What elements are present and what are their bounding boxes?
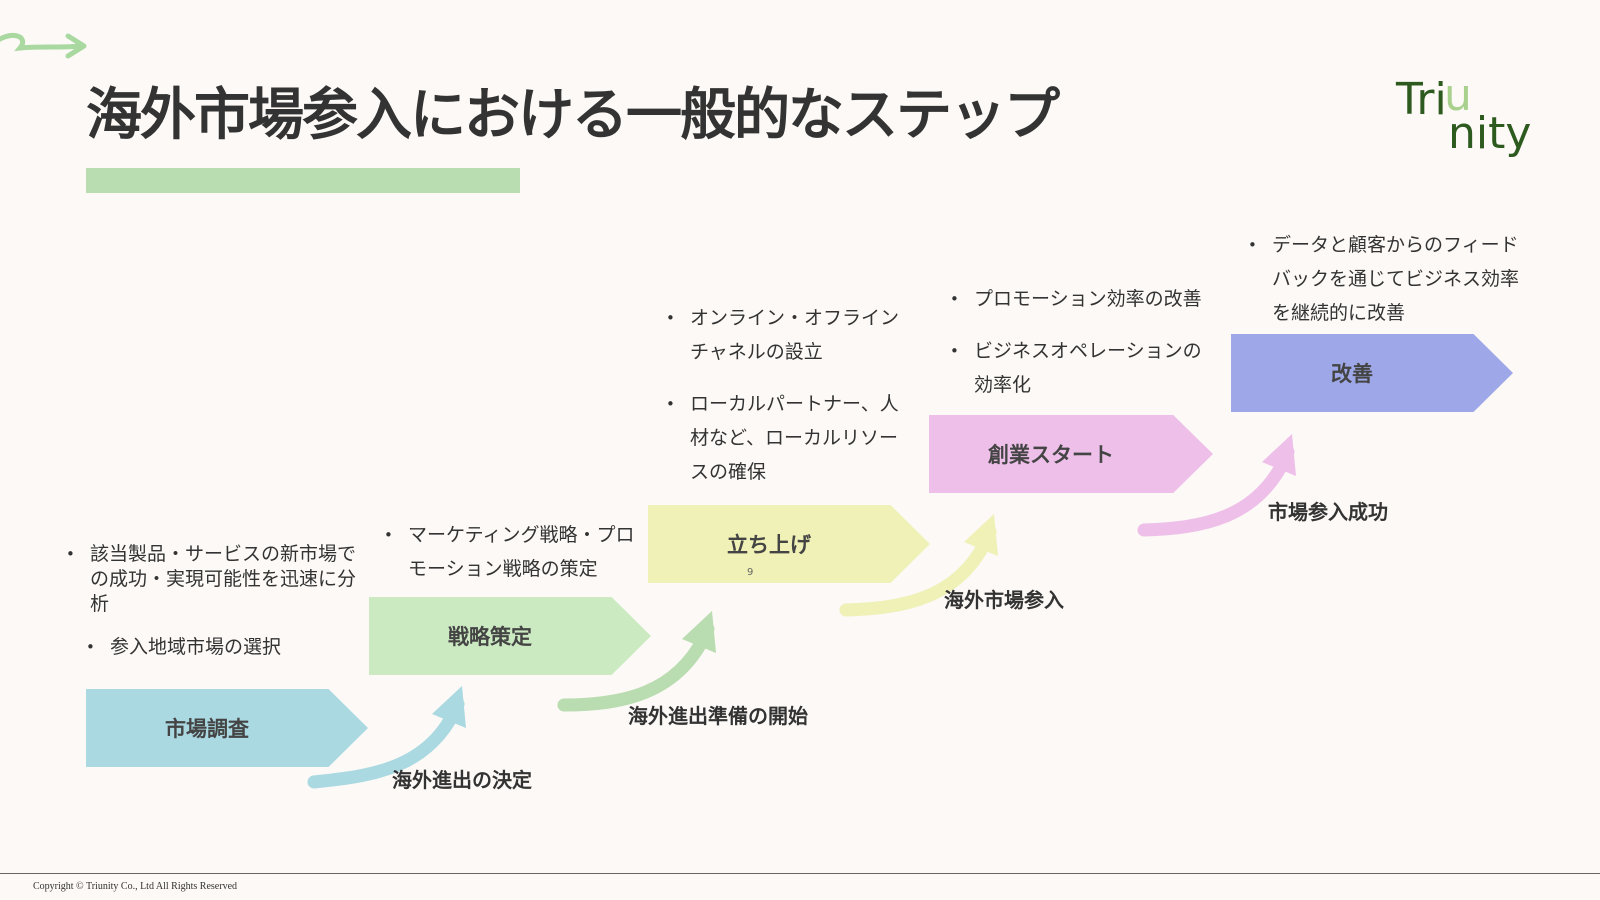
step-business-start: 創業スタート [929,415,1213,493]
step-market-research: 市場調査 [86,689,368,767]
milestone-label: 海外進出の決定 [392,768,532,792]
step-label: 市場調査 [165,717,249,741]
step-label: 戦略策定 [448,625,532,649]
curved-arrow-icon [1137,434,1296,537]
step3-bullet-2: ローカルパートナー、人材など、ローカルリソースの確保 [666,387,916,489]
logo-text-bottom: nity [1448,108,1532,159]
curved-arrow-icon [307,686,466,789]
step3-bullet-1: オンライン・オフラインチャネルの設立 [666,301,916,369]
step4-bullet-2: ビジネスオペレーションの効率化 [950,334,1220,402]
step4-bullet-1: プロモーション効率の改善 [950,282,1220,316]
step2-bullet-1: マーケティング戦略・プロモーション戦略の策定 [384,518,640,586]
logo-text-top: Tri [1396,74,1447,125]
step-label: 立ち上げ [727,533,811,557]
step4-bullets: プロモーション効率の改善 ビジネスオペレーションの効率化 [950,282,1220,402]
step-launch: 立ち上げ [648,505,930,583]
milestone-label: 市場参入成功 [1268,500,1388,524]
page-title: 海外市場参入における一般的なステップ [86,83,1060,148]
step3-bullets: オンライン・オフラインチャネルの設立 ローカルパートナー、人材など、ローカルリソ… [666,301,916,489]
curved-arrow-icon [557,611,716,712]
step-strategy: 戦略策定 [369,597,651,675]
step1-bullets: 該当製品・サービスの新市場での成功・実現可能性を迅速に分析 参入地域市場の選択 [66,542,356,660]
triunity-logo: Tri u nity [1396,70,1531,166]
footer-divider [0,873,1600,874]
step1-bullet-2: 参入地域市場の選択 [86,635,356,660]
step-label: 改善 [1331,362,1373,386]
title-underline [86,168,520,193]
step5-bullets: データと顧客からのフィードバックを通じてビジネス効率を継続的に改善 [1248,228,1520,330]
copyright-text: Copyright © Triunity Co., Ltd All Rights… [33,881,238,892]
milestone-label: 海外市場参入 [944,588,1064,612]
step2-bullets: マーケティング戦略・プロモーション戦略の策定 [384,518,640,586]
step-improvement: 改善 [1231,334,1513,412]
curved-arrow-icon [839,514,998,617]
step5-bullet-1: データと顧客からのフィードバックを通じてビジネス効率を継続的に改善 [1248,228,1520,330]
page-number: 9 [747,567,754,578]
milestone-label: 海外進出準備の開始 [628,704,808,728]
step1-bullet-1: 該当製品・サービスの新市場での成功・実現可能性を迅速に分析 [66,542,356,617]
logo-text-overlap: u [1444,70,1472,121]
step-label: 創業スタート [988,443,1114,467]
decorative-swirl-icon [0,32,87,59]
